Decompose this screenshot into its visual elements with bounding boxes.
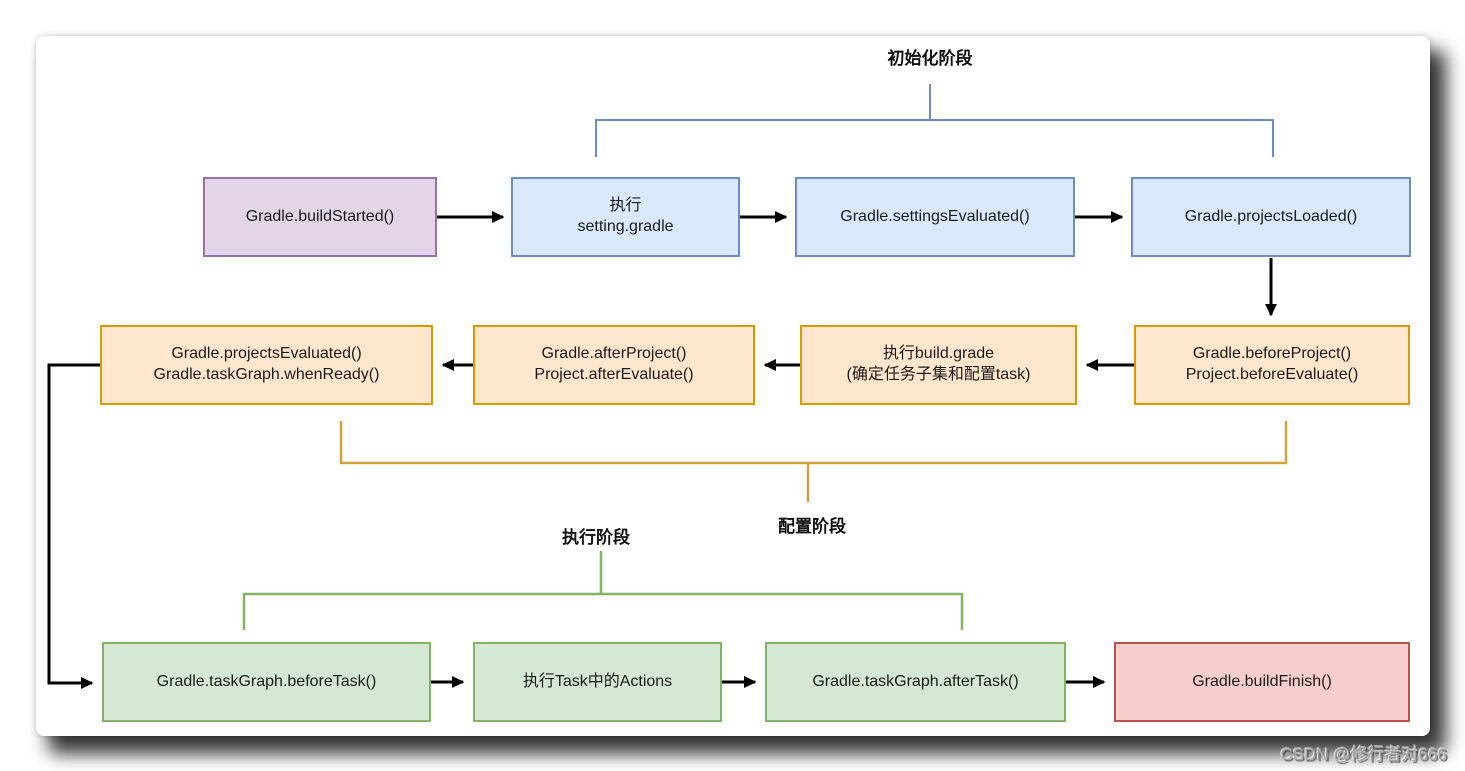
node-projects-loaded: Gradle.projectsLoaded() <box>1131 177 1411 257</box>
node-projects-evaluated: Gradle.projectsEvaluated() Gradle.taskGr… <box>100 325 433 405</box>
csdn-watermark: CSDN @修行者对666 <box>1280 745 1447 764</box>
node-before-project: Gradle.beforeProject() Project.beforeEva… <box>1134 325 1410 405</box>
bracket-configuration <box>339 421 1288 465</box>
node-build-started: Gradle.buildStarted() <box>203 177 437 257</box>
bracket-initialization <box>595 119 1274 157</box>
label-execution-phase: 执行阶段 <box>562 528 630 547</box>
node-after-task: Gradle.taskGraph.afterTask() <box>765 642 1066 722</box>
label-configuration-phase: 配置阶段 <box>778 517 846 536</box>
node-exec-setting-gradle: 执行 setting.gradle <box>511 177 740 257</box>
node-before-task: Gradle.taskGraph.beforeTask() <box>102 642 431 722</box>
node-exec-task-actions: 执行Task中的Actions <box>473 642 722 722</box>
node-settings-evaluated: Gradle.settingsEvaluated() <box>795 177 1075 257</box>
node-build-finish: Gradle.buildFinish() <box>1114 642 1410 722</box>
arrow-projectsevaluated-to-beforetask <box>47 363 100 689</box>
node-exec-build-gradle: 执行build.grade (确定任务子集和配置task) <box>800 325 1077 405</box>
bracket-execution <box>242 592 964 630</box>
node-after-project: Gradle.afterProject() Project.afterEvalu… <box>473 325 755 405</box>
label-initialization-phase: 初始化阶段 <box>887 49 973 68</box>
